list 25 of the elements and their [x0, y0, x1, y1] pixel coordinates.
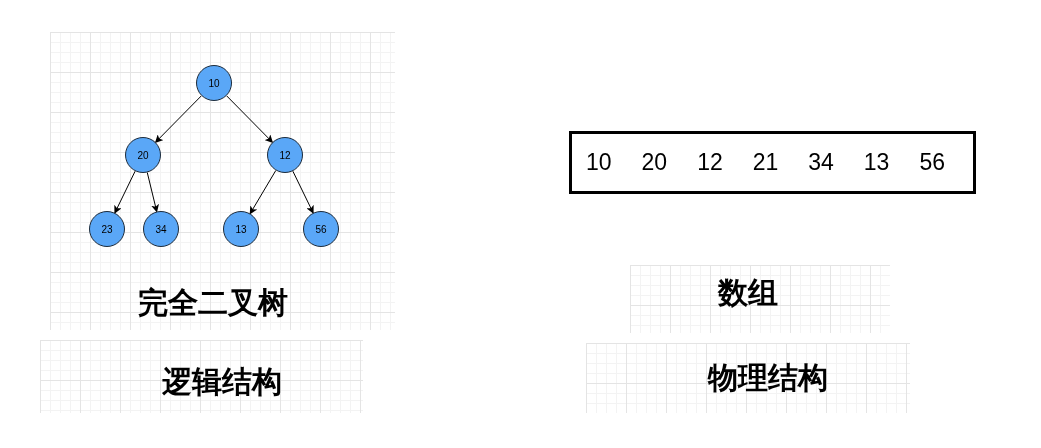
array-element: 10 — [586, 149, 612, 176]
node-value: 12 — [279, 149, 291, 161]
heading: 数组 — [716, 275, 779, 311]
arrow — [249, 169, 277, 215]
array-element: 56 — [919, 149, 945, 176]
node-value: 56 — [315, 223, 327, 235]
array-element: 13 — [863, 149, 890, 176]
array-element: 20 — [641, 149, 668, 176]
node-value: 23 — [101, 223, 113, 235]
heading: 物理结构 — [706, 360, 829, 396]
arrow — [226, 95, 274, 143]
heading: 完全二叉树 — [137, 285, 289, 321]
heading: 逻辑结构 — [161, 364, 283, 400]
arrow — [114, 170, 136, 214]
array-element: 21 — [752, 149, 779, 176]
array-box — [569, 131, 976, 194]
arrow — [292, 170, 314, 214]
node-value: 13 — [235, 223, 247, 235]
arrow — [146, 172, 159, 213]
arrow — [154, 95, 202, 143]
array-element: 12 — [697, 149, 723, 176]
node-value: 34 — [155, 223, 167, 235]
node-value: 10 — [208, 77, 220, 89]
node-value: 20 — [137, 149, 149, 161]
array-element: 34 — [808, 149, 834, 176]
